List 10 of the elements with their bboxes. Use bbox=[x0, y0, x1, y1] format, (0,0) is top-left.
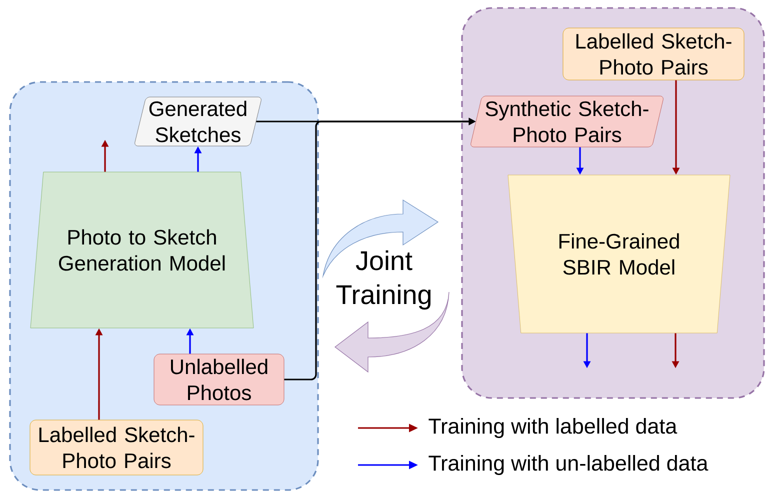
process-box: Labelled Sketch-Photo Pairs bbox=[562, 28, 744, 80]
parallelogram-box: Generated Sketches bbox=[134, 96, 262, 146]
caption-text: Joint Training bbox=[336, 250, 431, 310]
trapezoid-block: Fine-Grained SBIR Model bbox=[508, 174, 730, 334]
process-box: Unlabelled Photos bbox=[154, 354, 284, 406]
trapezoid-block: Photo to Sketch Generation Model bbox=[30, 172, 254, 328]
parallelogram-box: Synthetic Sketch-Photo Pairs bbox=[470, 96, 664, 148]
process-box: Labelled Sketch-Photo Pairs bbox=[30, 420, 204, 476]
legend-text: Training with un-labelled data bbox=[428, 455, 708, 476]
legend-text: Training with labelled data bbox=[428, 418, 678, 438]
